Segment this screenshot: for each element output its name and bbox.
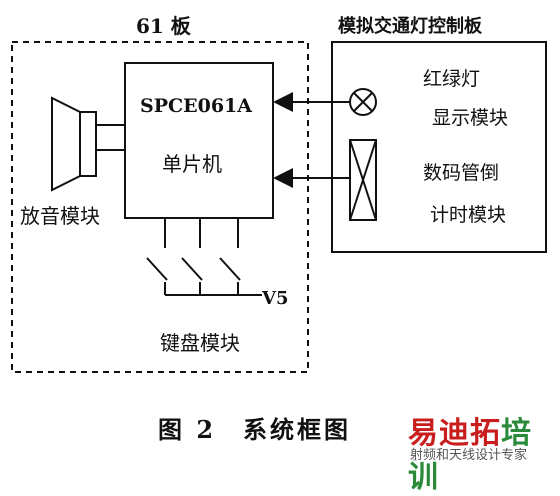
mcu-name: SPCE061A <box>140 95 253 117</box>
traffic-light-label-2: 显示模块 <box>432 107 509 129</box>
mcu-box <box>124 62 274 219</box>
watermark-tagline: 射频和天线设计专家 <box>410 448 528 463</box>
system-block-diagram <box>11 41 547 373</box>
controller-board <box>331 41 547 253</box>
watermark-char: 培 <box>501 416 532 451</box>
mcu-type: 单片机 <box>162 152 222 176</box>
watermark-char: 拓 <box>470 416 501 451</box>
board-title: 61 板 <box>136 14 191 38</box>
speaker-icon <box>51 96 125 192</box>
keyboard-signal-label: V5 <box>262 288 289 309</box>
watermark-char: 训 <box>408 460 439 495</box>
watermark-char: 迪 <box>439 416 470 451</box>
display-icon <box>349 139 377 221</box>
countdown-label-1: 数码管倒 <box>423 162 500 184</box>
keyboard-switches <box>146 218 262 296</box>
watermark-char: 易 <box>408 416 439 451</box>
traffic-light-label-1: 红绿灯 <box>423 68 481 90</box>
figure-caption: 图 2 系统框图 <box>158 415 352 444</box>
countdown-label-2: 计时模块 <box>430 204 507 226</box>
board-boundary <box>11 41 309 373</box>
lamp-icon <box>349 88 377 116</box>
controller-title: 模拟交通灯控制板 <box>338 16 482 37</box>
keyboard-module-label: 键盘模块 <box>160 331 240 355</box>
audio-module-label: 放音模块 <box>20 204 100 228</box>
